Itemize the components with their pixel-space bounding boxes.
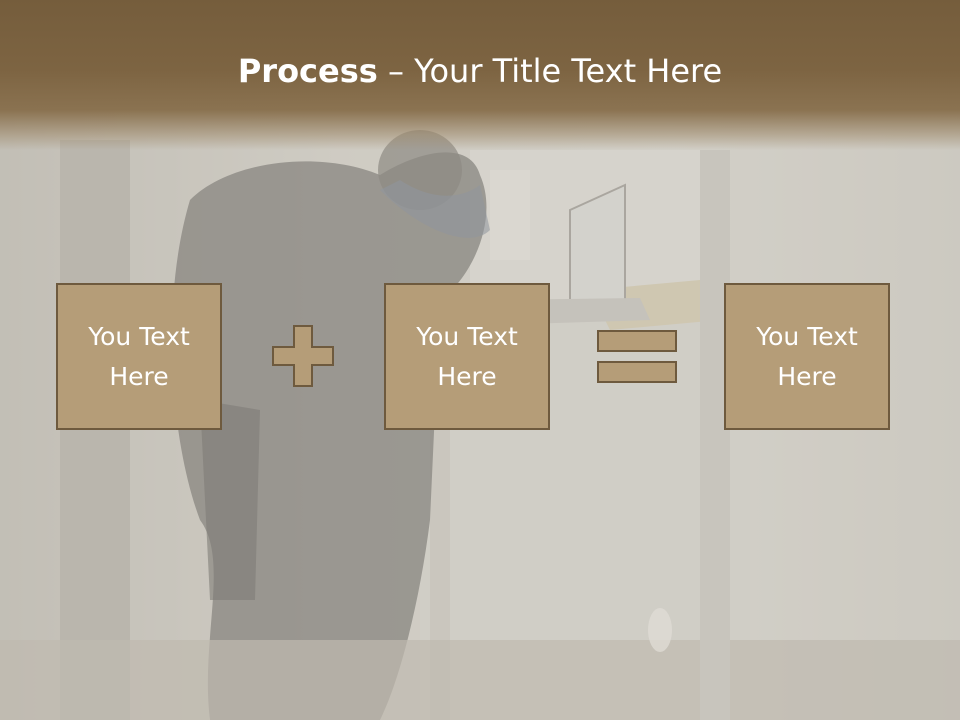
title-bold: Process xyxy=(237,52,378,90)
process-box-3[interactable]: You Text Here xyxy=(724,283,890,430)
title-rest: Your Title Text Here xyxy=(414,52,723,90)
process-box-1-text: You Text Here xyxy=(88,321,190,391)
title-separator: – xyxy=(377,52,415,90)
process-box-2-text: You Text Here xyxy=(416,321,518,391)
process-box-1[interactable]: You Text Here xyxy=(56,283,222,430)
process-box-3-text: You Text Here xyxy=(756,321,858,391)
equals-icon xyxy=(597,330,677,384)
slide-title: Process – Your Title Text Here xyxy=(0,52,960,90)
plus-icon xyxy=(272,325,334,387)
title-bar: Process – Your Title Text Here xyxy=(0,0,960,150)
process-box-2[interactable]: You Text Here xyxy=(384,283,550,430)
